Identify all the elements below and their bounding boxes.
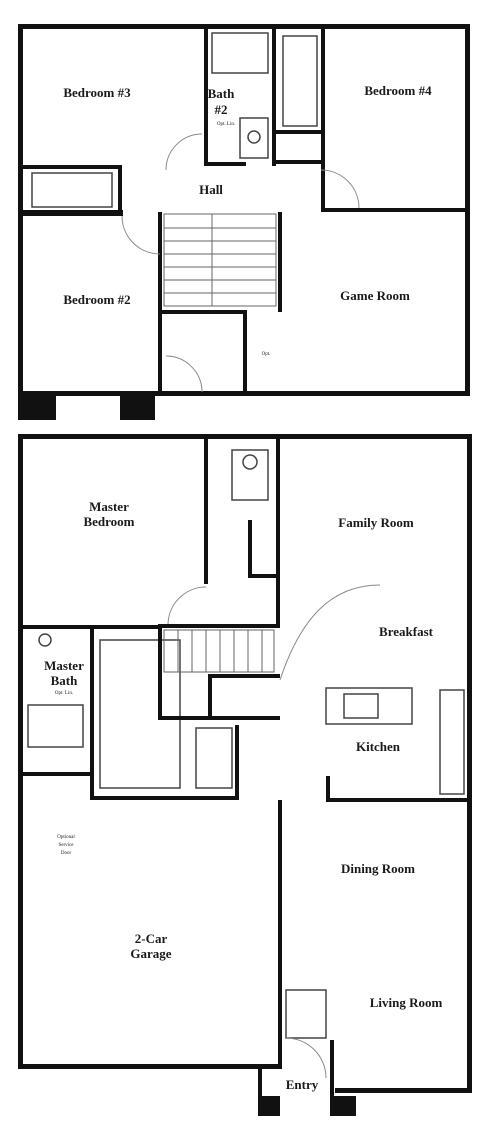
label-breakfast: Breakfast xyxy=(379,624,434,639)
label-garage: 2-Car xyxy=(135,931,168,946)
label-bedroom-2: Bedroom #2 xyxy=(63,292,130,307)
label-master-bedroom-2: Bedroom xyxy=(83,514,134,529)
bedroom4-closet xyxy=(282,35,318,127)
entry-wall-right xyxy=(330,1040,334,1116)
label-living-room: Living Room xyxy=(370,995,443,1010)
bedroom4-door-swing xyxy=(320,169,360,209)
closet-wall-right xyxy=(243,310,247,392)
label-garage-2: Garage xyxy=(130,946,171,961)
bedroom2-wall-top xyxy=(23,212,123,216)
label-entry: Entry xyxy=(286,1077,319,1092)
bath2-sink xyxy=(247,130,261,144)
label-bedroom-4: Bedroom #4 xyxy=(364,83,432,98)
linen-wall xyxy=(276,160,321,164)
label-master-bath-2: Bath xyxy=(51,673,79,688)
label-dining-room: Dining Room xyxy=(341,861,415,876)
stair-wall-left xyxy=(158,212,162,392)
master-bath-wall-right xyxy=(90,625,94,800)
hall-door-swing xyxy=(165,355,203,393)
lower-stair xyxy=(163,629,275,673)
garage-wall-right xyxy=(278,800,282,1068)
master-door-swing xyxy=(167,586,207,626)
powder-sink xyxy=(242,454,258,470)
upper-stair xyxy=(163,213,277,307)
lower-stair-wall-bottom xyxy=(158,716,280,720)
bath2-wall-left xyxy=(204,29,208,166)
label-bath-2-note: Opt. Lin. xyxy=(217,122,235,127)
bedroom4-wall-left xyxy=(321,29,325,212)
laundry xyxy=(195,727,233,789)
entry-block-left xyxy=(258,1096,280,1116)
label-family-room: Family Room xyxy=(338,515,414,530)
lower-wall-bottom-left xyxy=(18,1064,282,1069)
master-bath-sink xyxy=(38,633,52,647)
master-bath-tub xyxy=(27,704,84,748)
kitchen-sink xyxy=(343,693,379,719)
master-closet xyxy=(99,639,181,789)
kitchen-counter xyxy=(439,689,465,795)
label-game-room: Game Room xyxy=(340,288,410,303)
lower-stair-closet-left xyxy=(208,674,212,720)
label-bath-2-number: #2 xyxy=(215,102,228,117)
bedroom3-wall-bottom xyxy=(23,165,121,169)
kitchen-wall-bottom xyxy=(326,798,467,802)
laundry-wall-right xyxy=(235,725,239,800)
lower-wall-right xyxy=(467,434,472,1092)
upper-stair-treads xyxy=(164,214,276,306)
bedroom3-closet xyxy=(31,172,113,208)
lower-wall-top xyxy=(18,434,472,439)
lower-stair-treads xyxy=(177,630,263,672)
entry-wall-left xyxy=(258,1064,262,1116)
upper-wall-left xyxy=(18,24,23,419)
lower-stair-wall-left xyxy=(158,624,162,720)
label-master-bath: Master xyxy=(44,658,84,673)
lower-stair-closet xyxy=(208,674,280,678)
label-closet-note: Opt. xyxy=(262,352,271,357)
kitchen-island xyxy=(325,687,413,725)
label-bedroom-3: Bedroom #3 xyxy=(63,85,131,100)
bedroom3-closet-wall xyxy=(118,165,122,215)
family-arch xyxy=(279,584,381,681)
closet-walk-bottom xyxy=(90,796,238,800)
upper-wall-top xyxy=(18,24,470,29)
entry-block-right xyxy=(332,1096,356,1116)
bath2-wall-right xyxy=(272,29,276,166)
lower-wall-left xyxy=(18,434,23,1068)
master-wall-right xyxy=(204,439,208,584)
label-service-door-2: Service xyxy=(59,843,75,848)
lower-wall-bottom-right xyxy=(335,1088,472,1093)
bedroom4-closet-wall xyxy=(276,130,325,134)
bath2-vanity xyxy=(239,117,269,159)
bath2-wall-bottom xyxy=(204,162,246,166)
label-hall: Hall xyxy=(199,182,223,197)
label-master-bath-note: Opt. Lin. xyxy=(55,691,73,696)
label-kitchen: Kitchen xyxy=(356,739,401,754)
label-master-bedroom: Master xyxy=(89,499,129,514)
closet-wall-top xyxy=(162,310,246,314)
entry-door-swing xyxy=(285,1037,327,1079)
gameroom-wall-left xyxy=(278,212,282,312)
bath2-tub xyxy=(211,32,269,74)
bedroom2-door-swing xyxy=(121,215,161,255)
lower-stair-wall-top xyxy=(158,624,280,628)
upper-corner-block-mid xyxy=(120,396,155,420)
label-service-door: Optional xyxy=(57,835,75,840)
entry-closet xyxy=(285,989,327,1039)
bedroom4-wall-bottom xyxy=(321,208,470,212)
powder-fixture xyxy=(231,449,269,501)
upper-corner-block-left xyxy=(18,396,56,420)
powder-wall-bottom xyxy=(248,574,280,578)
garage-wall-top xyxy=(23,772,94,776)
upper-wall-bottom xyxy=(18,391,470,396)
powder-inner-wall xyxy=(248,520,252,578)
kitchen-wall-left xyxy=(326,776,330,802)
label-service-door-3: Door xyxy=(61,851,72,856)
bedroom3-door-swing xyxy=(165,133,203,171)
powder-wall-right xyxy=(276,439,280,624)
label-bath-2: Bath xyxy=(208,86,236,101)
upper-floor: Bedroom #3 Bath #2 Opt. Lin. Bedroom #4 … xyxy=(18,24,470,420)
lower-floor: Master Bedroom Family Room Breakfast Mas… xyxy=(18,434,472,1116)
